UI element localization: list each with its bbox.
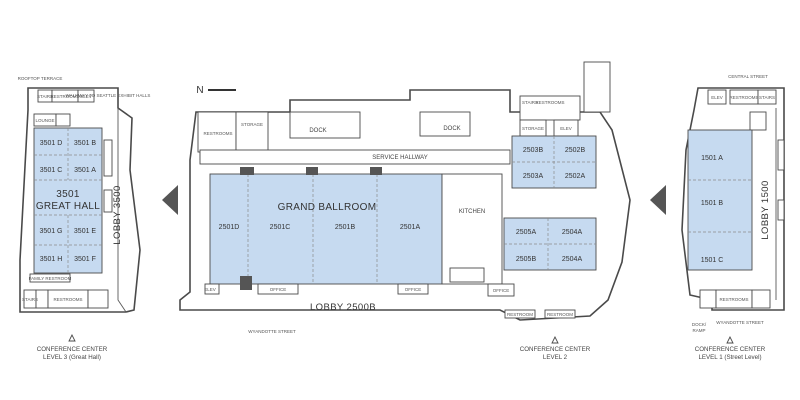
wyandotte-street-label: WYANDOTTE STREET bbox=[248, 329, 296, 334]
room-2504a-upper: 2504A bbox=[562, 229, 583, 236]
level1-elev-label: ELEV bbox=[711, 95, 723, 100]
room-3501b: 3501 B bbox=[74, 140, 97, 147]
level2-caption-1: CONFERENCE CENTER bbox=[520, 346, 591, 353]
level3-stairs-label: STAIRS bbox=[37, 94, 53, 99]
level-1-plan: CENTRAL STREET RESTROOMS STAIRS ELEV 150… bbox=[681, 74, 785, 361]
lobby-1500-label: LOBBY 1500 bbox=[760, 180, 771, 239]
restrooms-label-2: RESTROOMS bbox=[535, 100, 564, 105]
office-label-2: OFFICE bbox=[405, 287, 422, 292]
storage-label: STORAGE bbox=[241, 122, 263, 127]
restrooms-label: RESTROOMS bbox=[203, 131, 232, 136]
level3-restrooms-label: RESTROOMS bbox=[50, 94, 79, 99]
level3-lounge-label: LOUNGE bbox=[35, 118, 54, 123]
room-2505b: 2505B bbox=[516, 256, 537, 263]
room-2503a: 2503A bbox=[523, 173, 544, 180]
room-1501a: 1501 A bbox=[701, 155, 723, 162]
level1-caption-2: LEVEL 1 (Street Level) bbox=[698, 354, 761, 361]
room-2504a-lower: 2504A bbox=[562, 256, 583, 263]
room-block-1501[interactable] bbox=[687, 129, 753, 271]
room-3501e: 3501 E bbox=[74, 228, 97, 235]
office-label-3: OFFICE bbox=[493, 288, 510, 293]
level1-restrooms-label: RESTROOMS bbox=[729, 95, 758, 100]
level3-bottom-restrooms-label: RESTROOMS bbox=[53, 297, 82, 302]
room-3501d: 3501 D bbox=[40, 140, 63, 147]
room-2501d: 2501D bbox=[219, 224, 240, 231]
room-2501c: 2501C bbox=[270, 224, 291, 231]
storage-label-2: STORAGE bbox=[522, 126, 544, 131]
room-2505a: 2505A bbox=[516, 229, 537, 236]
level3-bottom-stairs-label: STAIRS bbox=[22, 297, 38, 302]
level2-marker-icon bbox=[551, 335, 559, 344]
level1-caption-1: CONFERENCE CENTER bbox=[695, 346, 766, 353]
room-2503b: 2503B bbox=[523, 147, 544, 154]
room-2501b: 2501B bbox=[335, 224, 356, 231]
north-label: N bbox=[196, 85, 203, 96]
room-1501b: 1501 B bbox=[701, 200, 724, 207]
dock-label-2: DOCK bbox=[443, 126, 460, 132]
dock-ramp-label-1: DOCK/ bbox=[692, 322, 707, 327]
room-3501g: 3501 G bbox=[40, 228, 63, 235]
room-2501a: 2501A bbox=[400, 224, 421, 231]
service-hallway-label: SERVICE HALLWAY bbox=[372, 155, 427, 161]
office-label: OFFICE bbox=[270, 287, 287, 292]
left-arrow-icon[interactable] bbox=[162, 185, 178, 215]
room-2502b: 2502B bbox=[565, 147, 586, 154]
restroom-label-2: RESTROOM bbox=[547, 312, 573, 317]
lobby-3500-label: LOBBY 3500 bbox=[112, 185, 123, 244]
level2-caption-2: LEVEL 2 bbox=[543, 354, 568, 361]
lobby-2500b-label: LOBBY 2500B bbox=[310, 302, 376, 313]
level3-top-label: ROOFTOP TERRACE bbox=[18, 76, 63, 81]
level-3-plan: ROOFTOP TERRACE WALKWAY TO SEATTLE EXHIB… bbox=[18, 76, 151, 361]
central-street-label: CENTRAL STREET bbox=[728, 74, 768, 79]
level3-caption-2: LEVEL 3 (Great Hall) bbox=[43, 354, 101, 361]
great-hall-name: GREAT HALL bbox=[36, 201, 100, 212]
kitchen-label: KITCHEN bbox=[459, 209, 485, 215]
level1-stairs-label: STAIRS bbox=[759, 95, 775, 100]
level3-marker-icon bbox=[68, 333, 76, 342]
elev-label-2: ELEV bbox=[204, 287, 216, 292]
level3-walkway-label: WALKWAY TO SEATTLE EXHIBIT HALLS bbox=[66, 93, 151, 98]
room-3501c: 3501 C bbox=[40, 167, 63, 174]
room-2502a: 2502A bbox=[565, 173, 586, 180]
level3-caption-1: CONFERENCE CENTER bbox=[37, 346, 108, 353]
great-hall-number: 3501 bbox=[56, 189, 80, 200]
room-3501a: 3501 A bbox=[74, 167, 96, 174]
stairs-label: STAIRS bbox=[522, 100, 538, 105]
dock-label: DOCK bbox=[309, 128, 326, 134]
great-hall-3501[interactable] bbox=[33, 127, 103, 274]
level1-restrooms-label-2: RESTROOMS bbox=[719, 297, 748, 302]
level3-elev-label: ELEV bbox=[80, 94, 92, 99]
room-1501c: 1501 C bbox=[701, 257, 724, 264]
dock-ramp-label-2: RAMP bbox=[692, 328, 705, 333]
level3-family-label: FAMILY RESTROOM bbox=[29, 276, 72, 281]
room-3501h: 3501 H bbox=[40, 256, 63, 263]
elev-label: ELEV bbox=[560, 126, 572, 131]
right-arrow-icon[interactable] bbox=[650, 185, 666, 215]
grand-ballroom-label: GRAND BALLROOM bbox=[278, 202, 377, 213]
level1-street-label: WYANDOTTE STREET bbox=[716, 320, 764, 325]
level-2-plan: N bbox=[179, 61, 631, 361]
level1-marker-icon bbox=[726, 335, 734, 344]
restroom-label: RESTROOM bbox=[507, 312, 533, 317]
room-3501f: 3501 F bbox=[74, 256, 96, 263]
grand-ballroom[interactable] bbox=[209, 173, 443, 285]
